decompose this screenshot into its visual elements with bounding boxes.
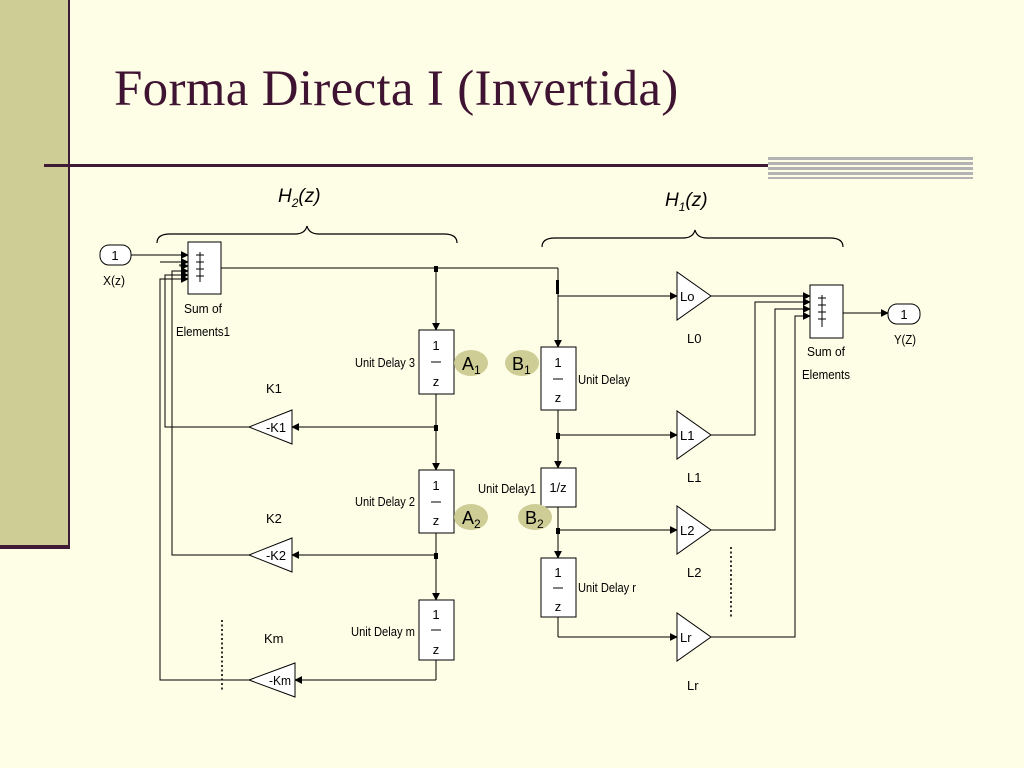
unit-delay-r-block[interactable]: 1 z Unit Delay r (540, 557, 637, 618)
decorative-bars (768, 157, 973, 179)
svg-text:1: 1 (554, 355, 561, 370)
sidebar-band (0, 0, 68, 547)
unit-delay-3-label: Unit Delay 3 (355, 355, 415, 370)
marker-a1: A1 (454, 350, 488, 377)
svg-text:Elements: Elements (802, 367, 850, 382)
svg-text:-K2: -K2 (266, 548, 286, 563)
input-port[interactable]: 1 X(z) (99, 244, 132, 288)
svg-text:A1: A1 (462, 354, 481, 377)
unit-delay1-block[interactable]: 1/z Unit Delay1 (478, 467, 577, 508)
svg-text:z: z (433, 374, 440, 389)
title-underline (44, 164, 774, 167)
svg-text:A2: A2 (462, 508, 481, 531)
marker-a2: A2 (454, 504, 488, 531)
svg-text:B2: B2 (525, 508, 544, 531)
signal-wires (131, 251, 889, 684)
svg-text:z: z (433, 642, 440, 657)
svg-text:1: 1 (554, 565, 561, 580)
svg-text:z: z (433, 513, 440, 528)
svg-text:z: z (555, 599, 562, 614)
gain-lr-block[interactable]: Lr Lr (676, 612, 712, 693)
svg-text:Sum of: Sum of (184, 301, 222, 316)
gain-l0-block[interactable]: Lo L0 (676, 271, 712, 346)
unit-delay-3-block[interactable]: 1 z Unit Delay 3 (355, 329, 455, 395)
output-port-label: Y(Z) (894, 332, 916, 347)
output-port[interactable]: 1 Y(Z) (887, 303, 921, 347)
svg-text:1/z: 1/z (549, 480, 566, 495)
gain-l1-label: L1 (687, 470, 701, 485)
svg-text:Lr: Lr (680, 630, 692, 645)
svg-text:L1: L1 (680, 428, 694, 443)
unit-delay-m-block[interactable]: 1 z Unit Delay m (351, 599, 455, 661)
unit-delay-block[interactable]: 1 z Unit Delay (540, 346, 630, 411)
svg-text:1: 1 (432, 607, 439, 622)
gain-l2-label: L2 (687, 565, 701, 580)
h2-label: H2(z) (278, 186, 321, 210)
gain-l1-block[interactable]: L1 L1 (676, 410, 712, 485)
svg-text:Sum of: Sum of (807, 344, 845, 359)
slide-title: Forma Directa I (Invertida) (114, 61, 679, 117)
marker-b2: B2 (518, 504, 552, 531)
svg-text:L2: L2 (680, 523, 694, 538)
svg-text:H2(z): H2(z) (278, 186, 321, 210)
sidebar-rule (68, 0, 70, 549)
unit-delay-2-label: Unit Delay 2 (355, 494, 415, 509)
unit-delay1-label: Unit Delay1 (478, 481, 536, 496)
svg-text:1: 1 (900, 307, 907, 322)
junction-dots (434, 266, 560, 559)
svg-text:Lo: Lo (680, 289, 694, 304)
svg-text:-Km: -Km (269, 673, 291, 688)
sidebar-bottom-rule (0, 545, 70, 549)
gain-lr-label: Lr (687, 678, 699, 693)
svg-text:z: z (555, 390, 562, 405)
svg-text:H1(z): H1(z) (665, 190, 708, 214)
unit-delay-m-label: Unit Delay m (351, 624, 415, 639)
svg-text:B1: B1 (512, 354, 531, 377)
gain-k1-block[interactable]: -K1 K1 (247, 381, 293, 445)
sum-of-elements-block[interactable]: Sum of Elements (802, 284, 850, 382)
sum-of-elements1-block[interactable]: Sum of Elements1 (176, 241, 230, 339)
brace-h1 (541, 229, 844, 248)
svg-text:1: 1 (111, 248, 118, 263)
gain-l2-block[interactable]: L2 L2 (676, 505, 712, 580)
unit-delay-r-label: Unit Delay r (578, 580, 637, 595)
gain-k1-label: K1 (266, 381, 282, 396)
gain-l0-label: L0 (687, 331, 701, 346)
h1-label: H1(z) (665, 190, 708, 214)
gain-km-label: Km (264, 631, 284, 646)
marker-b1: B1 (505, 350, 539, 377)
svg-text:-K1: -K1 (266, 420, 286, 435)
svg-text:Elements1: Elements1 (176, 324, 230, 339)
svg-text:1: 1 (432, 478, 439, 493)
unit-delay-2-block[interactable]: 1 z Unit Delay 2 (355, 469, 455, 534)
svg-text:1: 1 (432, 338, 439, 353)
gain-k2-block[interactable]: -K2 K2 (247, 511, 293, 573)
brace-h2 (156, 225, 458, 244)
gain-km-block[interactable]: -Km Km (247, 631, 296, 698)
input-port-label: X(z) (103, 273, 125, 288)
gain-k2-label: K2 (266, 511, 282, 526)
unit-delay-label: Unit Delay (578, 372, 630, 387)
